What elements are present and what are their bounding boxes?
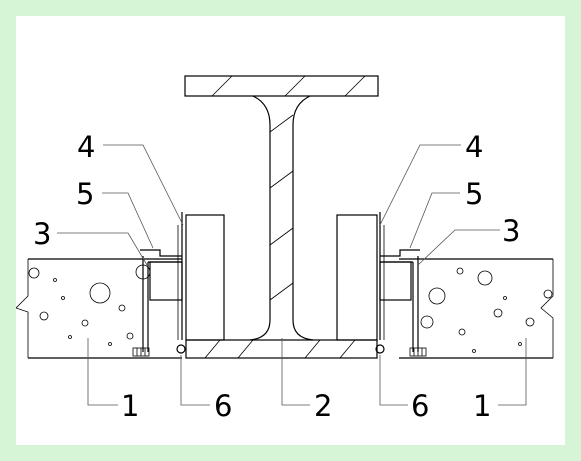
drawing-canvas: 4 5 3 4 5 3 1 6 2 6 1 — [16, 16, 565, 445]
formwork-assembly-left — [132, 212, 225, 357]
construction-detail-drawing: 4 5 3 4 5 3 1 6 2 6 1 — [16, 75, 554, 423]
leader-lines — [57, 144, 527, 406]
steel-i-beam — [184, 75, 379, 359]
label-bottom-1-right: 1 — [473, 389, 491, 423]
concrete-slab-left — [16, 258, 182, 359]
label-left-4: 4 — [77, 130, 95, 164]
concrete-slab-right — [399, 258, 554, 359]
label-right-5: 5 — [465, 177, 483, 211]
label-bottom-6-left: 6 — [214, 389, 232, 423]
label-bottom-2: 2 — [314, 389, 332, 423]
label-left-3: 3 — [33, 217, 51, 251]
label-bottom-1-left: 1 — [121, 389, 139, 423]
formwork-assembly-right — [336, 212, 427, 357]
label-right-4: 4 — [465, 130, 483, 164]
callout-labels: 4 5 3 4 5 3 1 6 2 6 1 — [33, 130, 520, 423]
label-left-5: 5 — [76, 177, 94, 211]
label-right-3: 3 — [502, 214, 520, 248]
label-bottom-6-right: 6 — [411, 389, 429, 423]
